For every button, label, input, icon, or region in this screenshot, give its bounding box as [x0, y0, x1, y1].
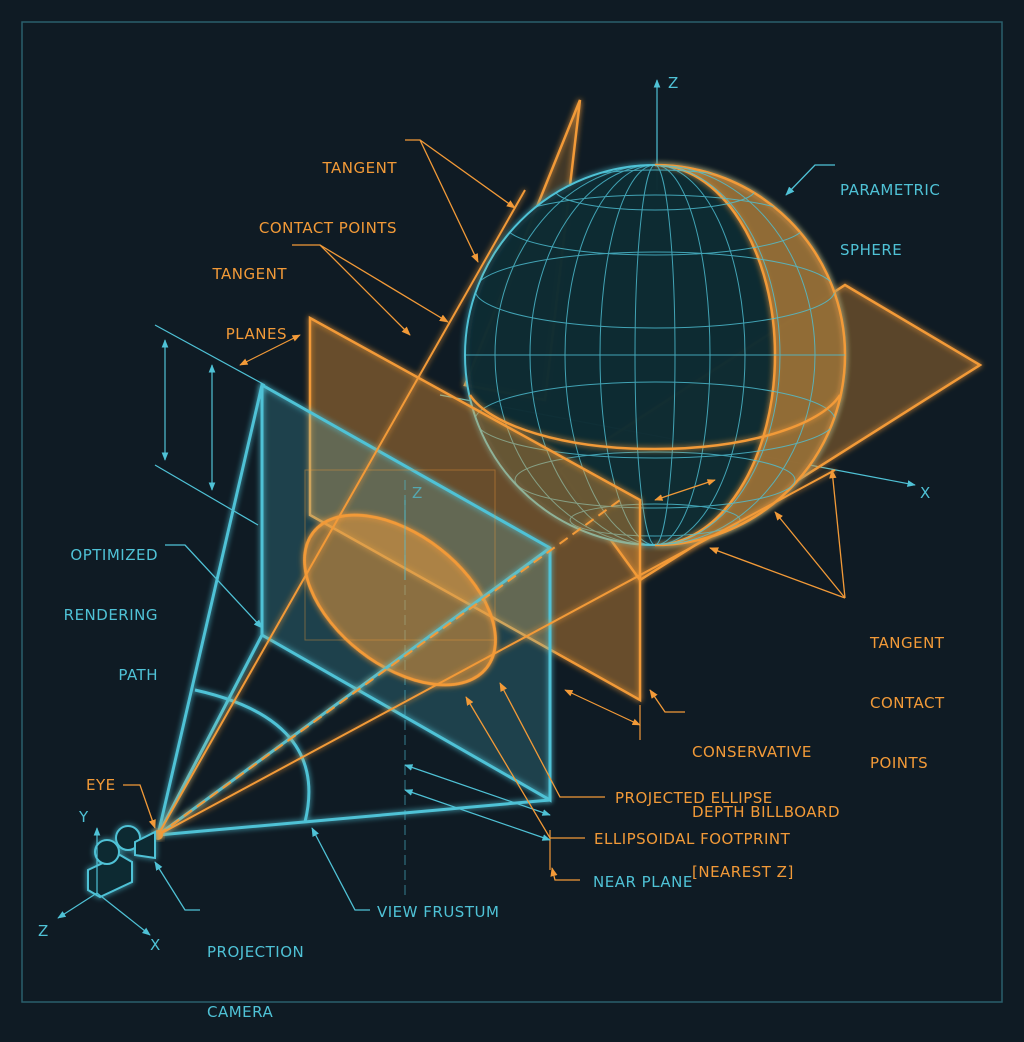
- label-eye: EYE: [86, 776, 116, 794]
- label-parametric-sphere: PARAMETRIC SPHERE: [840, 181, 941, 259]
- world-z-axis-label: Z: [668, 74, 679, 92]
- camera-y-axis-label: Y: [79, 808, 89, 826]
- label-tangent-planes: TANGENT PLANES: [212, 265, 287, 343]
- plane-z-axis-label: Z: [412, 484, 423, 502]
- camera-z-axis-label: Z: [38, 922, 49, 940]
- label-projection-camera: PROJECTION CAMERA: [207, 943, 305, 1021]
- label-projected-ellipse: PROJECTED ELLIPSE: [615, 789, 773, 807]
- label-tangent-contact-points-top: TANGENT CONTACT POINTS: [258, 159, 397, 237]
- label-optimized-rendering-path: OPTIMIZED RENDERING PATH: [63, 546, 158, 684]
- blueprint-frame: [21, 21, 1003, 1003]
- label-view-frustum: VIEW FRUSTUM: [377, 903, 500, 921]
- label-conservative-depth-billboard: CONSERVATIVE DEPTH BILLBOARD [NEAREST Z]: [692, 743, 841, 881]
- world-x-axis-label: X: [920, 484, 931, 502]
- camera-x-axis-label: X: [150, 936, 161, 954]
- camera-icon: [87, 825, 156, 899]
- label-tangent-contact-points-right: TANGENT CONTACT POINTS: [870, 634, 945, 772]
- parametric-sphere: [464, 163, 847, 547]
- label-ellipsoidal-footprint: ELLIPSOIDAL FOOTPRINT: [594, 830, 791, 848]
- label-near-plane: NEAR PLANE: [593, 873, 693, 891]
- leader-lines: [123, 139, 846, 881]
- projected-ellipse: [303, 513, 497, 687]
